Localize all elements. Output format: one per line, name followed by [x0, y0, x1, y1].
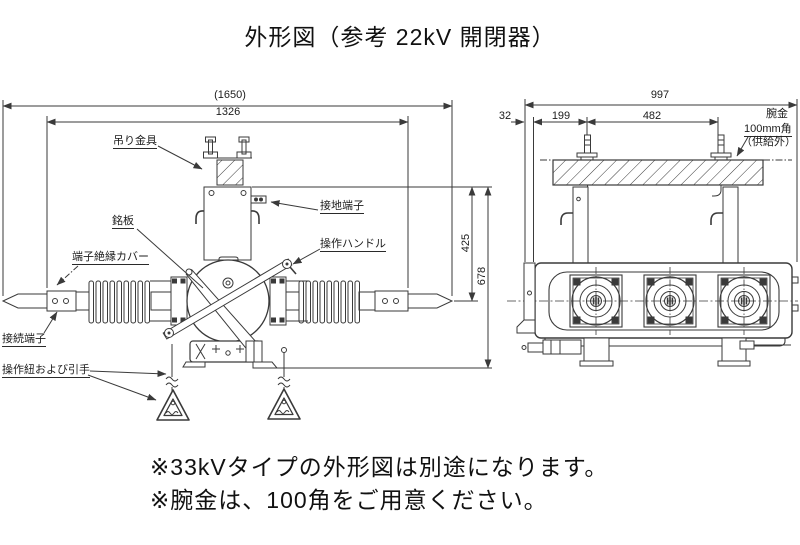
- label-operating-cord: 操作紐および引手: [2, 364, 90, 378]
- label-crossarm-note: （供給外）: [741, 136, 796, 148]
- label-ground-terminal: 接地端子: [320, 200, 364, 214]
- hanger-bracket: [195, 136, 267, 261]
- pull-cords: [156, 344, 301, 421]
- dim-left-pitch: 199: [551, 110, 571, 122]
- label-crossarm-size: 100mm角: [744, 123, 792, 137]
- operating-lever-assembly: [162, 258, 297, 363]
- label-nameplate: 銘板: [112, 215, 134, 229]
- crossarm: [540, 159, 792, 186]
- dim-overall-width: (1650): [214, 89, 246, 101]
- dim-mounting-width: 1326: [215, 106, 241, 118]
- crossarm-leader-line: [736, 136, 749, 157]
- dim-bolt-pitch: 482: [642, 110, 662, 122]
- label-terminal-cover: 端子絶縁カバー: [72, 251, 149, 265]
- side-view-drawing: [507, 99, 799, 367]
- bushing-flanges: [170, 276, 287, 326]
- page-title: 外形図（参考 22kV 開閉器）: [244, 24, 556, 50]
- right-bushing: [285, 280, 454, 324]
- note-crossarm: ※腕金は、100角をご用意ください。: [150, 487, 548, 513]
- label-hanger: 吊り金具: [113, 135, 157, 149]
- front-dimension-lines: [2, 100, 492, 369]
- side-details: [516, 262, 791, 367]
- side-dimension-lines: [511, 99, 798, 262]
- label-crossarm: 腕金: [766, 108, 788, 120]
- front-view-drawing: [1, 100, 492, 421]
- hanger-straps: [560, 186, 739, 264]
- front-leader-lines: [43, 145, 321, 401]
- label-operating-handle: 操作ハンドル: [320, 238, 386, 252]
- left-bushing: [1, 280, 172, 324]
- dim-side-overall: 997: [650, 89, 670, 101]
- dim-upper-height: 425: [460, 233, 472, 253]
- label-connection-terminal: 接続端子: [2, 333, 46, 347]
- dim-edge-offset: 32: [498, 110, 512, 122]
- note-33kv: ※33kVタイプの外形図は別途になります。: [150, 454, 609, 480]
- base-bracket: [182, 340, 279, 369]
- dim-total-height: 678: [476, 266, 488, 286]
